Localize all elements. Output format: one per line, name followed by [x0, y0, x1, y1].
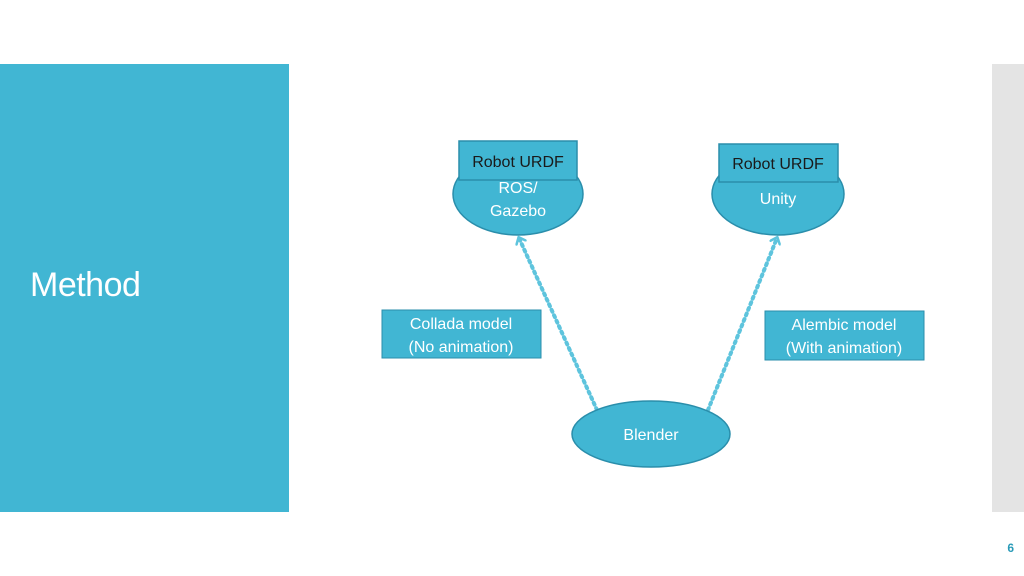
alembic-model-box: Alembic model (With animation): [764, 310, 925, 361]
scroll-strip: [992, 64, 1024, 512]
collada-line1: Collada model: [410, 316, 512, 333]
arrow-blender-to-unity: [706, 238, 777, 412]
collada-model-box: Collada model (No animation): [381, 309, 542, 359]
alembic-line1: Alembic model: [792, 317, 897, 334]
page-number: 6: [1007, 541, 1014, 555]
ros-urdf-label: Robot URDF: [472, 154, 564, 171]
arrow-blender-to-ros: [519, 238, 599, 412]
unity-urdf-label: Robot URDF: [732, 156, 824, 173]
title-panel: [0, 64, 289, 512]
unity-urdf-box: Robot URDF: [718, 143, 839, 183]
ros-node-line1: ROS/: [498, 180, 538, 197]
unity-node-label: Unity: [760, 191, 796, 208]
ros-urdf-box: Robot URDF: [458, 140, 578, 181]
blender-node-label: Blender: [623, 427, 679, 444]
ros-node-line2: Gazebo: [490, 203, 546, 220]
alembic-line2: (With animation): [786, 340, 902, 357]
collada-line2: (No animation): [409, 339, 514, 356]
blender-node: Blender: [571, 400, 731, 468]
section-title: Method: [30, 266, 141, 304]
